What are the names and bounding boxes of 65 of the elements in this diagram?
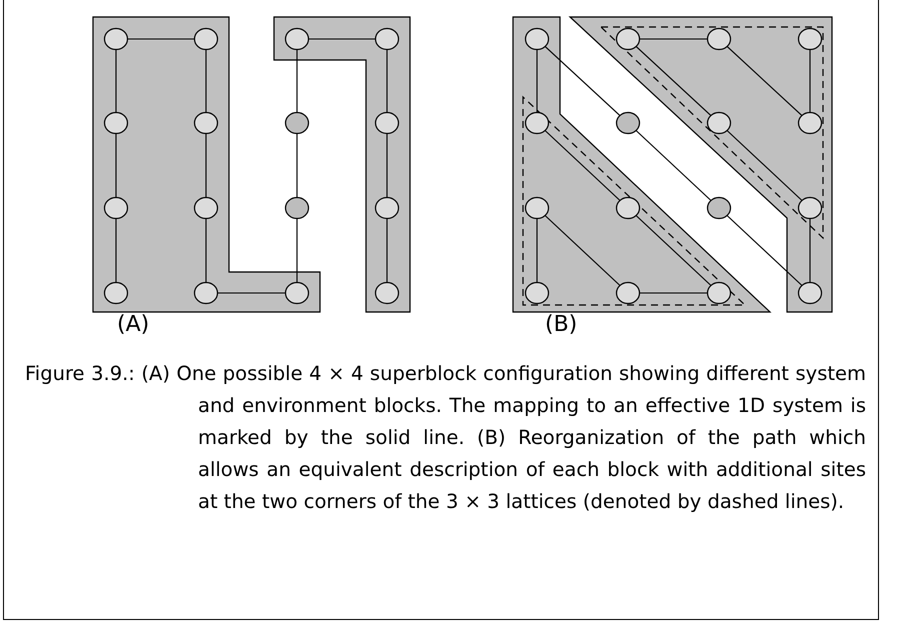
lattice-site <box>104 196 128 220</box>
panel-label: (B) <box>545 312 578 338</box>
path-line <box>308 38 376 40</box>
lattice-site <box>194 196 218 220</box>
lattice-site <box>616 196 640 220</box>
path-line <box>115 50 117 112</box>
path-line <box>636 46 712 116</box>
lattice-site <box>374 112 400 134</box>
lattice-site <box>616 112 640 134</box>
lattice-site <box>706 28 732 50</box>
path-line <box>218 292 286 294</box>
path-line <box>636 130 712 201</box>
lattice-site <box>798 28 822 50</box>
path-line <box>296 134 298 198</box>
lattice-site <box>524 282 550 304</box>
path-line <box>544 130 620 201</box>
lattice-site <box>374 196 400 220</box>
path-line <box>636 215 712 286</box>
lattice-site <box>524 112 550 134</box>
path-line <box>205 134 207 198</box>
lattice-site <box>104 112 128 134</box>
path-line <box>205 218 207 282</box>
path-line <box>536 50 538 112</box>
lattice-site <box>284 282 310 304</box>
path-line <box>726 130 802 201</box>
lattice-site <box>706 196 732 220</box>
lattice-site <box>616 28 640 50</box>
lattice-site <box>194 282 218 304</box>
path-line <box>115 134 117 198</box>
path-line <box>536 218 538 282</box>
lattice-site <box>284 112 310 134</box>
lattice-site <box>194 112 218 134</box>
lattice-site <box>798 112 822 134</box>
panel-label: (A) <box>117 312 150 338</box>
lattice-site <box>104 28 128 50</box>
path-line <box>386 50 388 112</box>
lattice-site <box>798 282 822 304</box>
path-line <box>809 218 811 282</box>
path-line <box>386 134 388 198</box>
lattice-site <box>524 28 550 50</box>
lattice-site <box>194 28 218 50</box>
path-line <box>115 218 117 282</box>
path-line <box>296 50 298 112</box>
lattice-site <box>616 282 640 304</box>
lattice-site <box>798 196 822 220</box>
figure-caption: Figure 3.9.: (A) One possible 4 × 4 superblock configuration showing different system and environment blocks. The mapping to an effective 1D system is marked by the solid line. (B) Reorganization of the path which allows an equivalent description of each block with additional sites at the two corners of the 3 × 3 lattices (denoted by dashed lines). <box>25 361 866 515</box>
path-line <box>544 215 620 286</box>
path-line <box>640 38 708 40</box>
lattice-site <box>284 28 310 50</box>
path-line <box>809 50 811 112</box>
path-line <box>726 46 802 116</box>
path-line <box>386 218 388 282</box>
path-line <box>726 215 802 286</box>
path-line <box>128 38 194 40</box>
lattice-site <box>706 112 732 134</box>
lattice-site <box>374 28 400 50</box>
lattice-site <box>104 282 128 304</box>
path-line <box>296 218 298 282</box>
lattice-site <box>284 196 310 220</box>
lattice-site <box>524 196 550 220</box>
path-line <box>205 50 207 112</box>
path-line <box>544 46 620 116</box>
lattice-site <box>706 282 732 304</box>
path-line <box>640 292 708 294</box>
lattice-site <box>374 282 400 304</box>
